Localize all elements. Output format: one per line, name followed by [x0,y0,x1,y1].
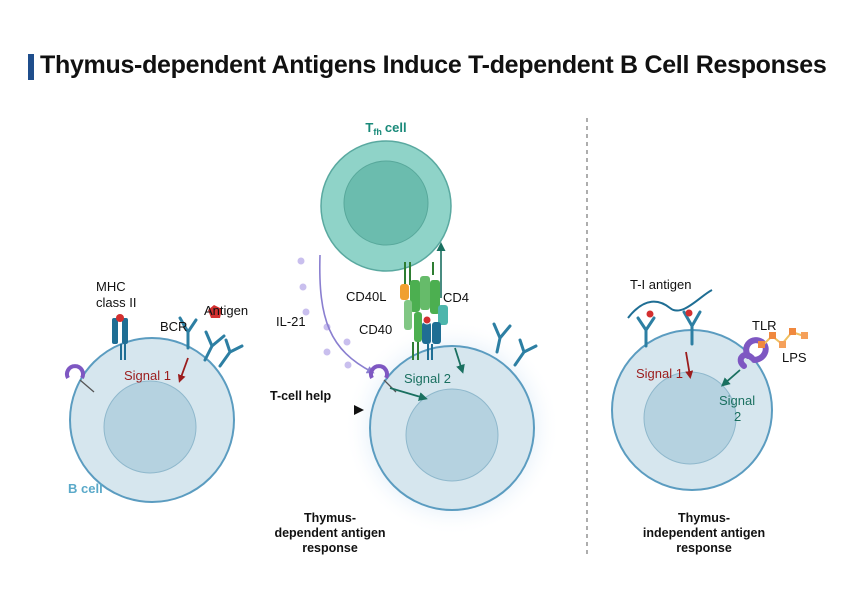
il-21-label: IL-21 [276,314,306,329]
middle-b-cell-nucleus [405,388,499,482]
signal-1-arrow-left [177,357,189,383]
page-title: Thymus-dependent Antigens Induce T-depen… [40,51,827,79]
mhc-class-ii-receptor [112,314,128,360]
title-accent-bar [28,54,34,80]
bcr-receptor-right [636,310,702,348]
signal-2-arrow-il21 [389,387,428,401]
b-cell-label: B cell [68,481,103,496]
bcr-label: BCR [160,319,187,334]
signal-1-label-left: Signal 1 [124,368,171,383]
mhc-label-line2: class II [96,295,136,310]
right-b-cell-nucleus [643,371,737,465]
cd40-label: CD40 [359,322,392,337]
right-b-cell [611,329,773,491]
signal-2-label-right-line2: 2 [734,409,741,424]
il-21-arrow [318,254,375,374]
bcr-receptor-middle [492,322,538,367]
signal-2-arrow-cd40 [454,347,465,374]
il-21-cytokines [297,257,352,369]
middle-b-cell [369,345,535,511]
signal-1-arrow-right [685,351,694,379]
td-response-line3: response [302,541,358,555]
mhc-label-line1: MHC [96,279,126,294]
td-response-line2: dependent antigen [274,526,385,540]
bcr-receptor-left [178,316,244,368]
signal-2-arrow-right [720,369,741,387]
ti-antigen-label: T-I antigen [630,277,691,292]
ti-response-line1: Thymus- [678,511,730,525]
signal-2-label-right-line1: Signal [719,393,755,408]
antigen-label: Antigen [204,303,248,318]
lps-label: LPS [782,350,807,365]
cd4-label: CD4 [443,290,469,305]
ti-antigen-epitope-1 [646,310,654,318]
cd40l-label: CD40L [346,289,386,304]
ti-antigen-polymer [627,289,713,319]
antigen-shape [208,305,222,318]
tfh-cell [320,140,452,272]
td-response-line1: Thymus- [304,511,356,525]
t-cell-help-label: T-cell help [270,389,331,403]
t-cell-help-arrowhead [354,405,364,415]
ti-response-line3: response [676,541,732,555]
lps-molecule [758,328,808,348]
tlr-label: TLR [752,318,777,333]
purple-receptor-left [65,364,95,393]
ti-antigen-epitope-2 [685,309,693,317]
left-b-cell-nucleus [103,380,197,474]
left-b-cell [69,337,235,503]
cd40l-cd4-complex [400,262,448,360]
signal-1-label-right: Signal 1 [636,366,683,381]
signal-2-label-middle: Signal 2 [404,371,451,386]
tfh-cell-nucleus [343,160,429,246]
ti-response-line2: independent antigen [643,526,765,540]
